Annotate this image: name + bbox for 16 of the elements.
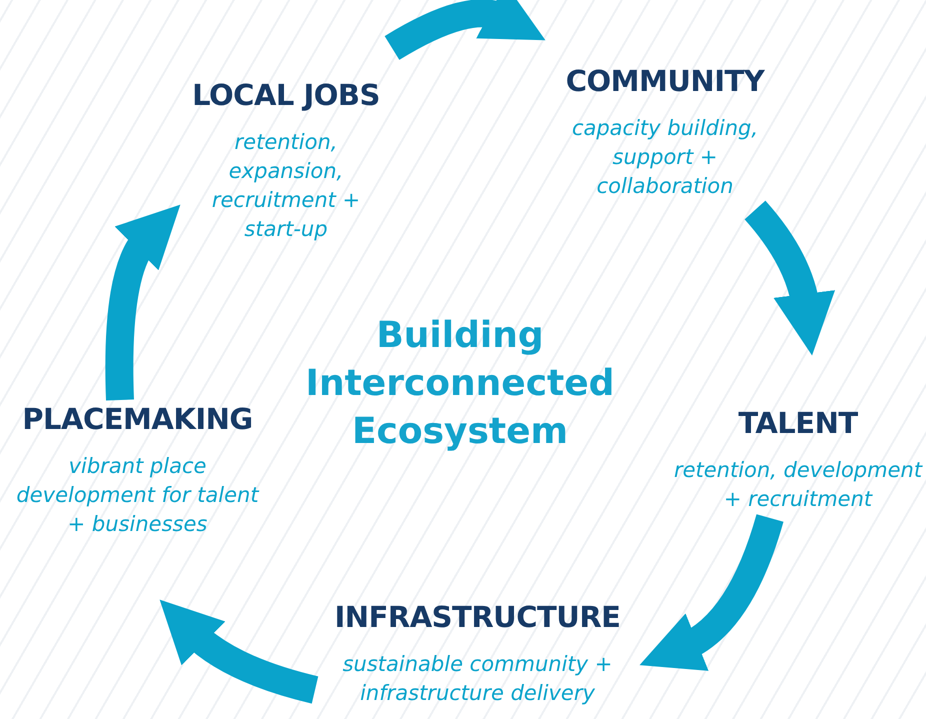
diagram-title: Building Interconnected Ecosystem bbox=[305, 314, 615, 454]
node-heading: TALENT bbox=[738, 406, 858, 440]
node-description: capacity building, support + collaboration bbox=[570, 115, 760, 200]
node-heading: PLACEMAKING bbox=[22, 402, 253, 436]
node-description: vibrant place development for talent + businesses bbox=[15, 453, 260, 538]
curved-arrow bbox=[744, 200, 834, 356]
node-heading: COMMUNITY bbox=[566, 64, 764, 98]
node-description: retention, expansion, recruitment + start-up bbox=[210, 129, 362, 243]
curved-arrow bbox=[640, 514, 784, 670]
node-heading: LOCAL JOBS bbox=[192, 78, 380, 112]
curved-arrow bbox=[105, 202, 178, 400]
node-description: sustainable community + infrastructure delivery bbox=[342, 651, 614, 707]
node-description: retention, development + recruitment bbox=[672, 457, 924, 513]
curved-arrow bbox=[384, 0, 548, 60]
node-heading: INFRASTRUCTURE bbox=[334, 600, 620, 634]
curved-arrow bbox=[158, 600, 318, 704]
